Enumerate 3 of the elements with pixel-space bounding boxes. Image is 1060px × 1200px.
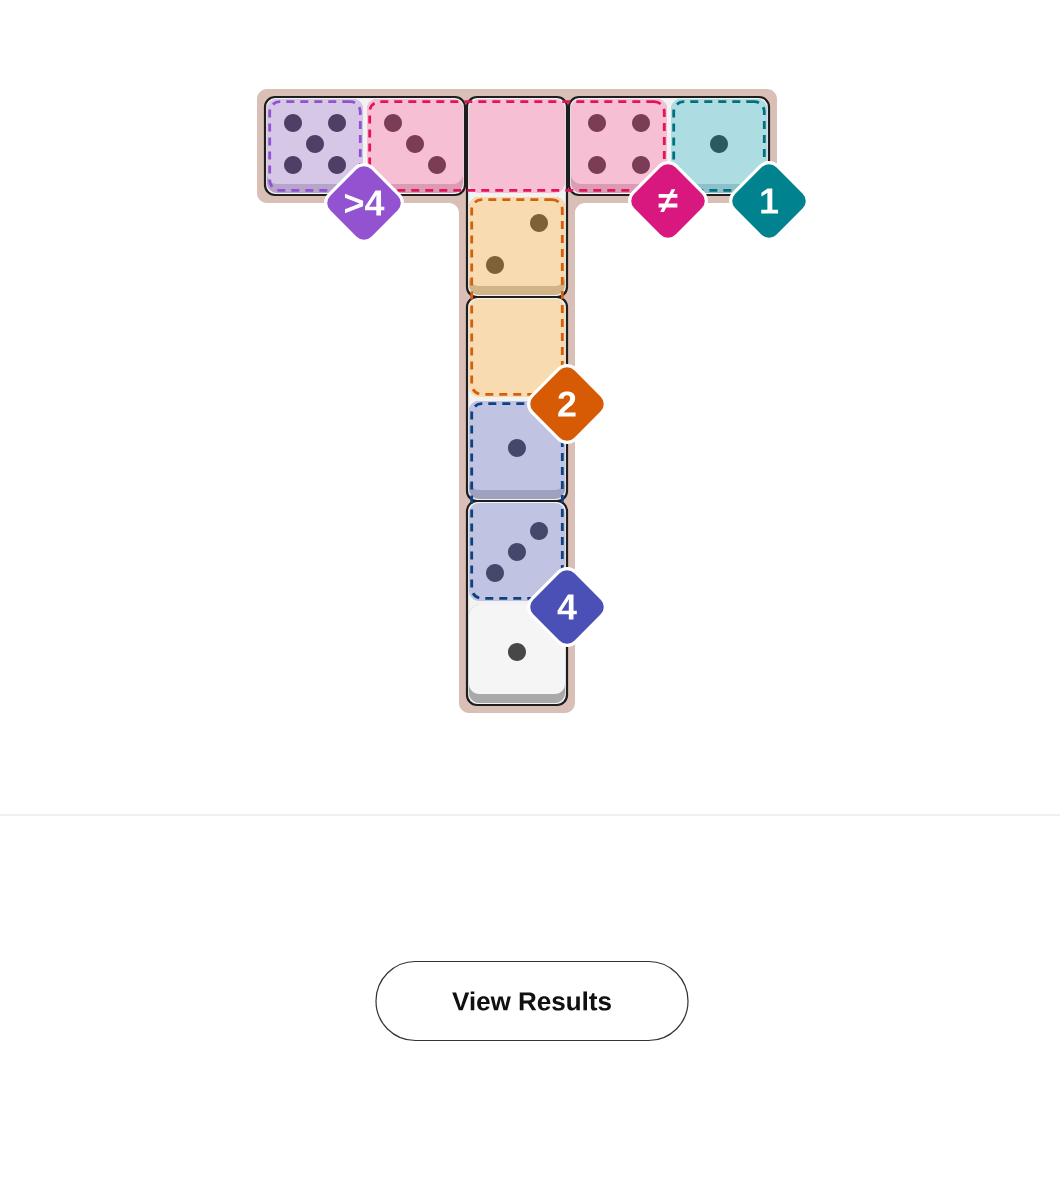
button: View Results [375, 960, 689, 1042]
constraint-badge: 2 [527, 364, 607, 444]
constraint-badge: 1 [729, 161, 809, 241]
